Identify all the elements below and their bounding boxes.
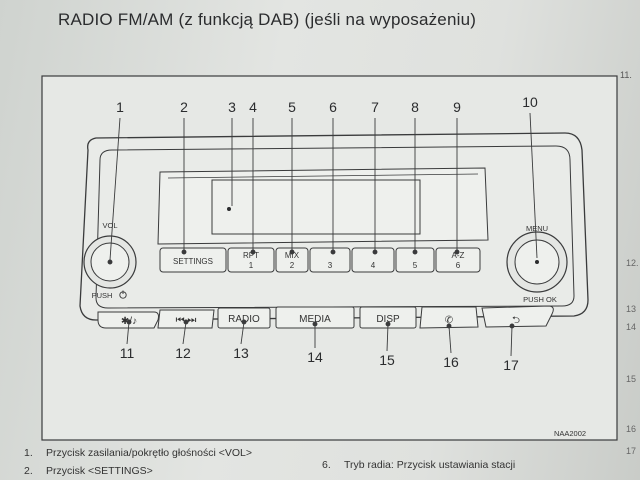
footnote-2: 2. Przycisk <SETTINGS> (24, 465, 153, 477)
preset-1-line2: 1 (249, 261, 254, 270)
preset-6-line1: A-Z (452, 251, 465, 260)
bottom-leader-lines (126, 319, 515, 357)
callout-1: 1 (116, 99, 124, 115)
preset-5-line2: 5 (413, 261, 418, 270)
radio-bezel-inner (95, 145, 575, 309)
figure-code: NAA2002 (554, 429, 586, 438)
media-label: MEDIA (299, 314, 331, 325)
disp-label: DISP (376, 314, 400, 325)
callout-12: 12 (175, 345, 191, 361)
callout-14: 14 (307, 349, 323, 365)
side-mark: 13 (626, 304, 637, 314)
footnote-2-text: Przycisk <SETTINGS> (46, 465, 153, 477)
callout-16: 16 (443, 354, 459, 370)
callout-15: 15 (379, 352, 395, 368)
preset-4-line2: 4 (371, 261, 376, 270)
side-mark: 12. (626, 258, 639, 268)
callout-8: 8 (411, 99, 419, 115)
footnote-6-text: Tryb radia: Przycisk ustawiania stacji (344, 459, 516, 471)
preset-2-line2: 2 (290, 261, 295, 270)
preset-3-button[interactable] (309, 247, 351, 273)
callout-3: 3 (228, 99, 236, 115)
callout-6: 6 (329, 99, 337, 115)
callout-5: 5 (288, 99, 296, 115)
page-title: RADIO FM/AM (z funkcją DAB) (jeśli na wy… (58, 10, 477, 29)
preset-1-line1: RPT (243, 251, 259, 260)
vol-label: VOL (102, 221, 117, 230)
display-top-edge (167, 173, 479, 179)
seek-button[interactable] (157, 309, 215, 329)
bottom-callouts: 11 12 13 14 15 16 17 (120, 345, 519, 373)
footnote-6-num: 6. (322, 459, 331, 471)
callout-11: 11 (120, 345, 135, 361)
back-icon: ⮌ (512, 315, 520, 326)
menu-label: MENU (526, 224, 548, 233)
top-callouts: 1 2 3 4 5 6 7 8 9 10 (116, 94, 538, 115)
menu-knob[interactable] (506, 231, 568, 293)
display-screen (211, 179, 421, 235)
display-indicator (227, 207, 231, 211)
top-leader-lines (107, 112, 538, 265)
callout-7: 7 (371, 99, 379, 115)
preset-6-line2: 6 (456, 261, 461, 270)
power-icon (119, 290, 127, 299)
side-mark: 16 (626, 424, 637, 434)
footnote-1-num: 1. (24, 447, 33, 459)
preset-4-button[interactable] (351, 247, 395, 273)
side-mark: 17 (626, 446, 637, 456)
push-label: PUSH (92, 291, 113, 300)
phone-button[interactable] (419, 306, 479, 329)
settings-label: SETTINGS (173, 257, 213, 266)
preset-3-line2: 3 (328, 261, 333, 270)
footnote-1: 1. Przycisk zasilania/pokrętło głośności … (24, 447, 252, 459)
callout-9: 9 (453, 99, 461, 115)
footnote-1-text: Przycisk zasilania/pokrętło głośności <V… (46, 447, 253, 459)
radio-button[interactable] (217, 307, 271, 329)
phone-icon: ✆ (445, 315, 453, 326)
preset-6-az-button[interactable] (435, 247, 481, 273)
radio-label: RADIO (228, 314, 260, 325)
callout-17: 17 (503, 357, 519, 373)
back-button[interactable] (481, 305, 554, 328)
preset-2-line1: MIX (285, 251, 300, 260)
side-mark: 14 (626, 322, 637, 332)
side-mark: 15 (626, 374, 637, 384)
preset-button-row: SETTINGS RPT 1 MIX 2 3 4 5 A-Z 6 (159, 247, 481, 273)
footnote-2-num: 2. (24, 465, 33, 477)
callout-2: 2 (180, 99, 188, 115)
preset-1-rpt-button[interactable] (227, 247, 275, 273)
settings-button[interactable] (159, 247, 227, 273)
side-section-number: 11. (620, 70, 632, 80)
callout-10: 10 (522, 94, 538, 110)
footnote-6: 6. Tryb radia: Przycisk ustawiania stacji (322, 459, 515, 471)
callout-4: 4 (249, 99, 257, 115)
callout-13: 13 (233, 345, 249, 361)
push-ok-label: PUSH OK (523, 295, 557, 304)
